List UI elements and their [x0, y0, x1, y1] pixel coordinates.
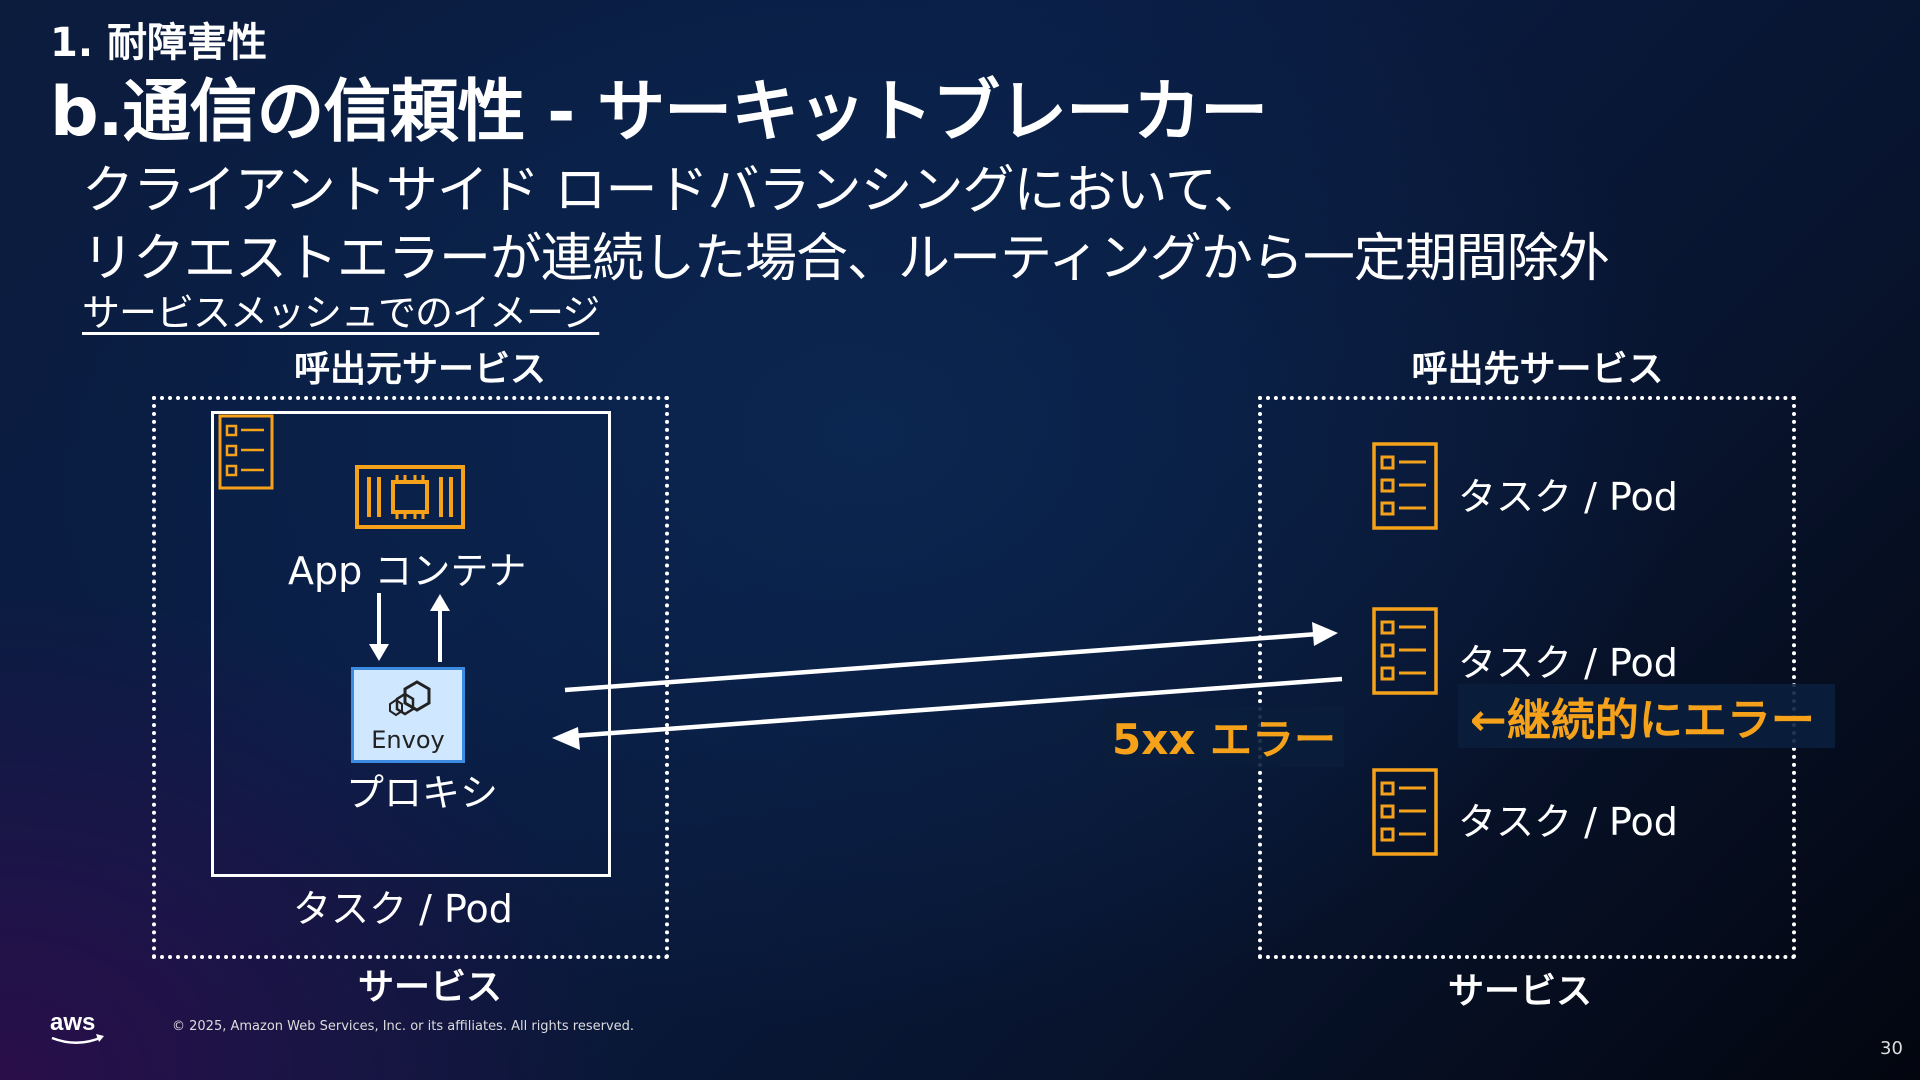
- task-icon: [218, 414, 274, 490]
- copyright: © 2025, Amazon Web Services, Inc. or its…: [172, 1019, 635, 1034]
- callee-service-box: [1258, 396, 1796, 959]
- caller-service-title: 呼出元サービス: [293, 349, 546, 390]
- aws-logo-text: aws: [50, 1009, 95, 1036]
- continuous-error-label: ←継続的にエラー: [1458, 684, 1835, 748]
- container-icon: [355, 465, 465, 529]
- service-mesh-link[interactable]: サービスメッシュでのイメージ: [82, 291, 600, 335]
- callee-task-label-3: タスク / Pod: [1458, 800, 1678, 844]
- caller-task-label: タスク / Pod: [293, 887, 513, 931]
- callee-task-label-1: タスク / Pod: [1458, 475, 1678, 519]
- description-line-1: クライアントサイド ロードバランシングにおいて、: [82, 161, 1265, 221]
- proxy-label: プロキシ: [346, 771, 499, 815]
- callee-service-title: 呼出先サービス: [1411, 349, 1664, 390]
- callee-task-label-2: タスク / Pod: [1458, 641, 1678, 685]
- envoy-proxy-box: Envoy: [351, 667, 465, 763]
- caller-service-label: サービス: [357, 967, 502, 1008]
- envoy-icon: [389, 680, 431, 717]
- slide-title: b.通信の信頼性 - サーキットブレーカー: [50, 73, 1268, 152]
- section-label: 1. 耐障害性: [50, 20, 267, 66]
- app-container-label: App コンテナ: [288, 549, 527, 593]
- description-line-2: リクエストエラーが連続した場合、ルーティングから一定期間除外: [82, 229, 1610, 289]
- internal-arrows: [369, 593, 450, 662]
- task-icon: [1372, 768, 1438, 856]
- caller-service-box: [152, 396, 669, 959]
- task-icon: [1372, 442, 1438, 530]
- envoy-label: Envoy: [371, 726, 445, 754]
- 5xx-error-label: 5xx エラー: [1104, 706, 1345, 767]
- aws-logo-icon: aws: [50, 1009, 104, 1044]
- page-number: 30: [1880, 1038, 1903, 1059]
- caller-task-box: [211, 411, 611, 877]
- task-icon: [1372, 607, 1438, 695]
- callee-service-label: サービス: [1447, 971, 1592, 1012]
